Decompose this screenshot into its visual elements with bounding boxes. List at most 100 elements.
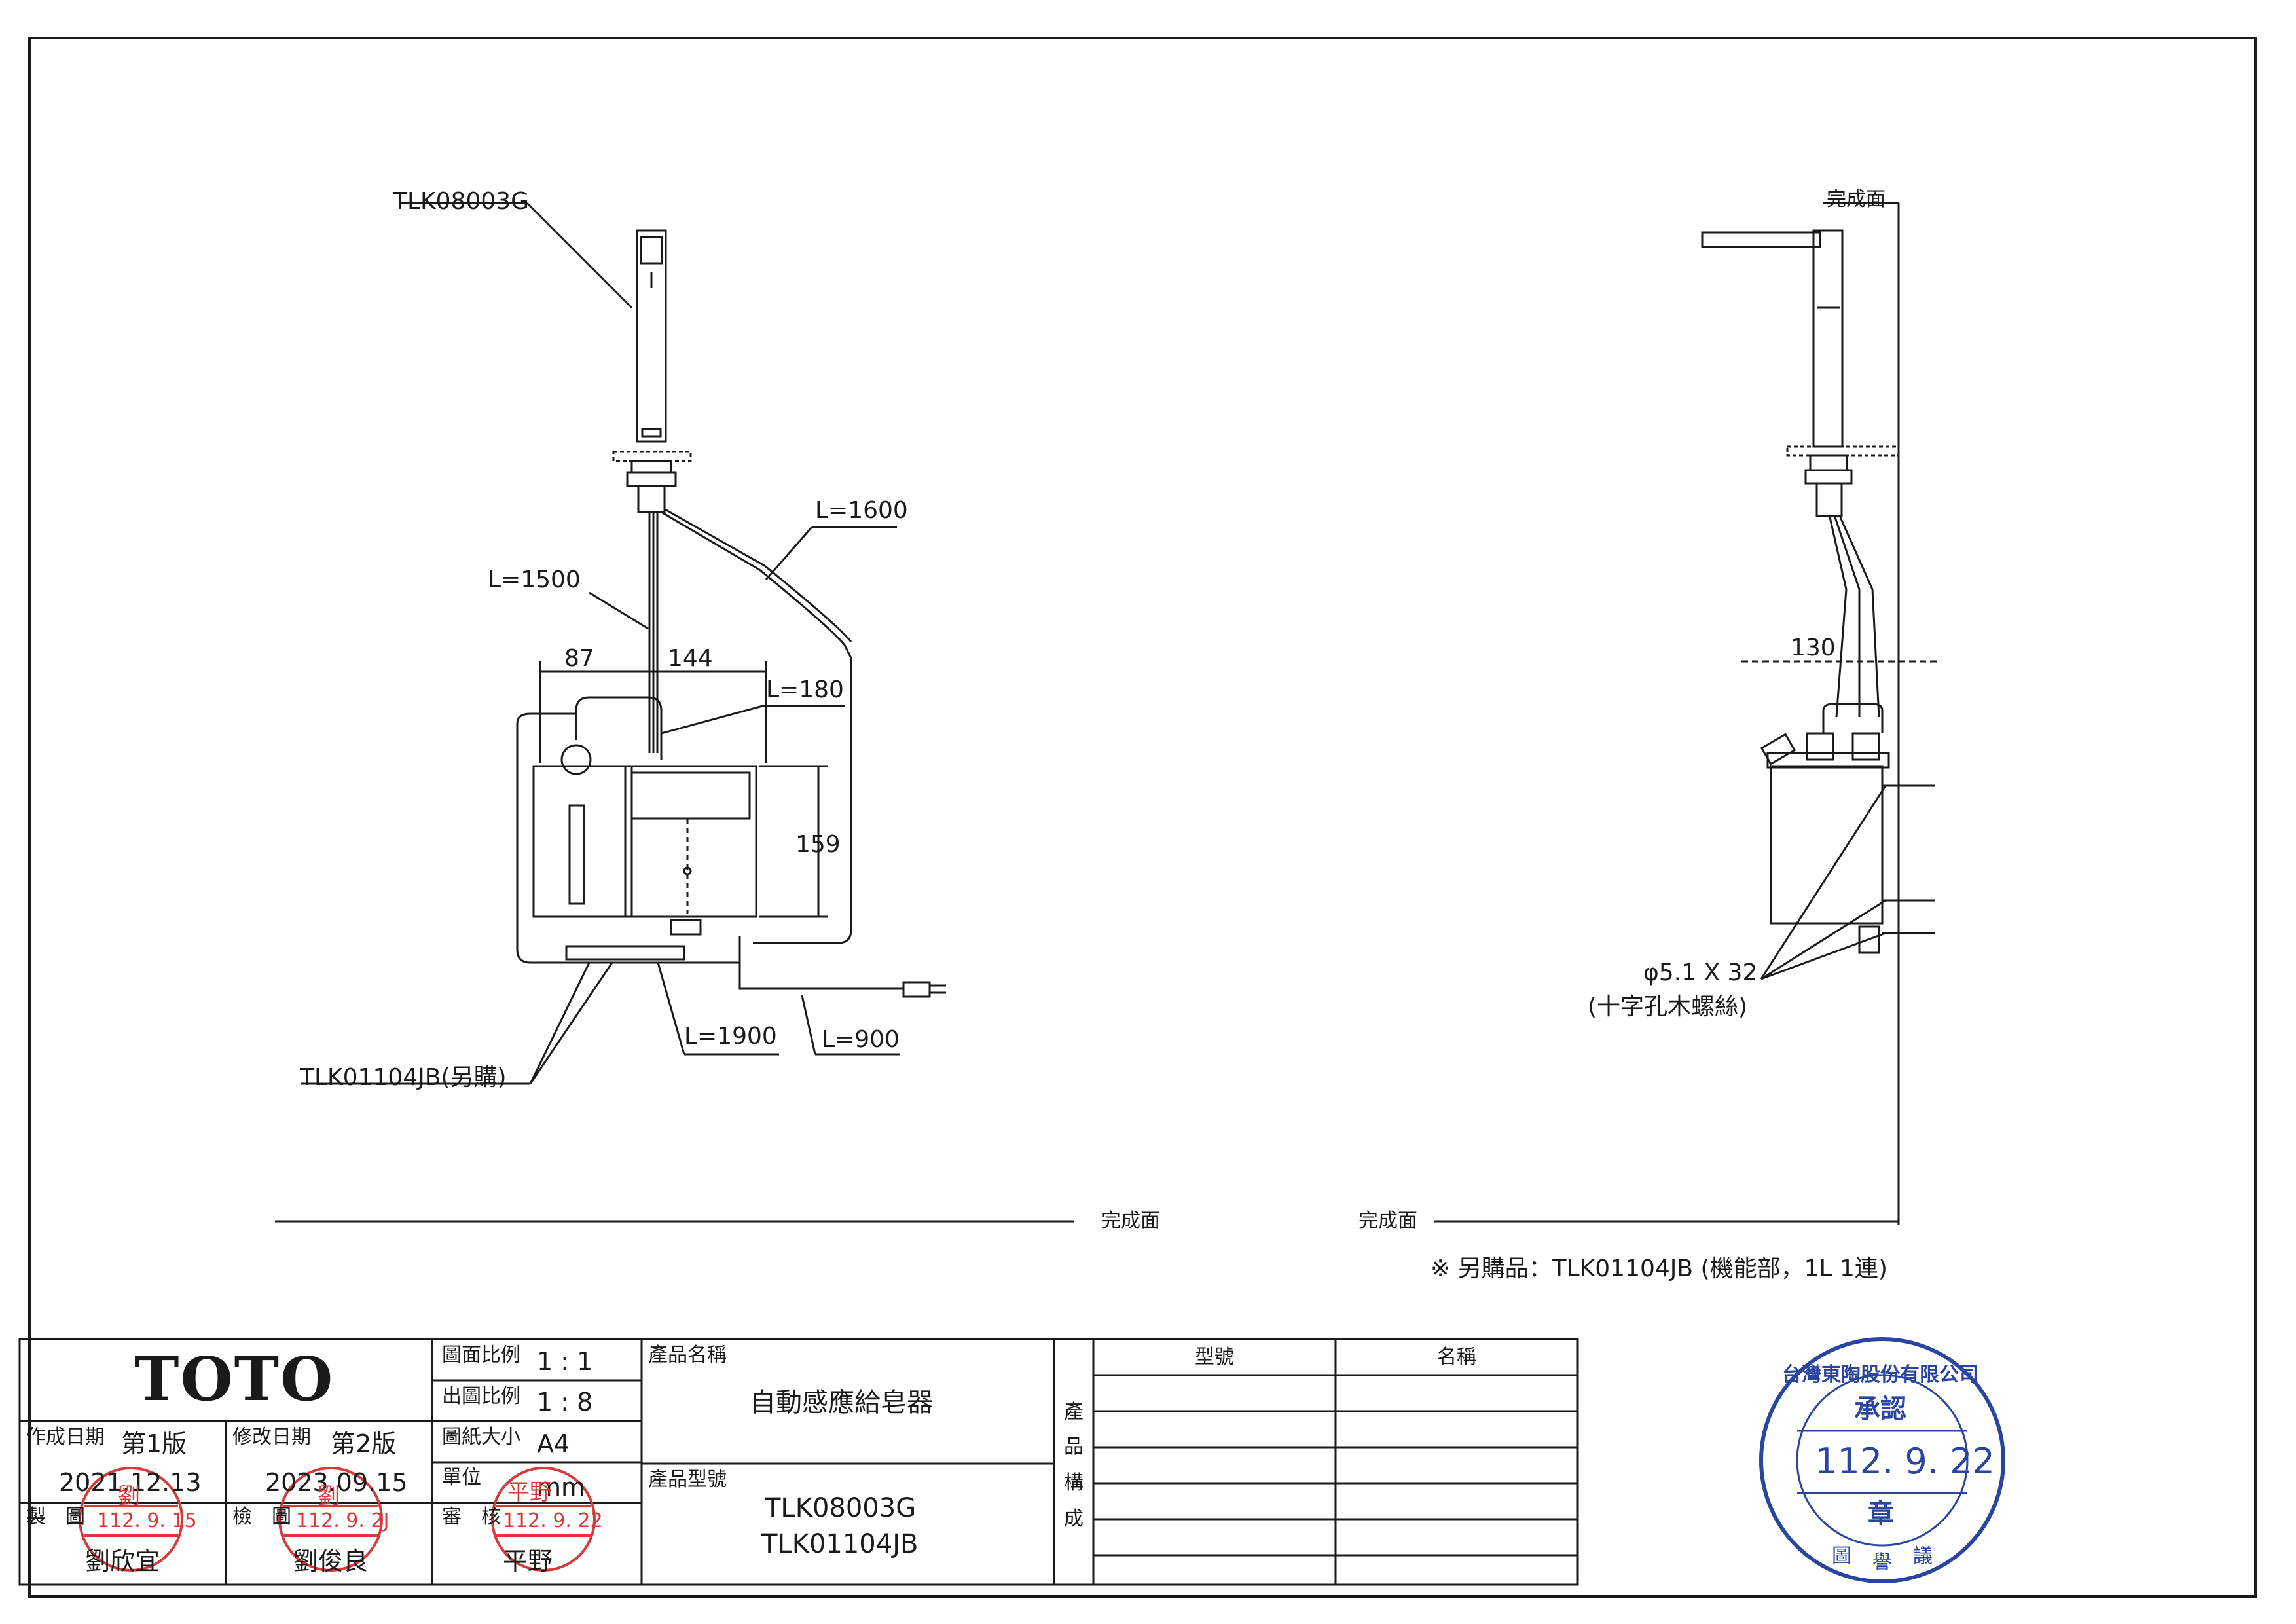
drafter-stamp-date: 112. 9. 15 bbox=[97, 1509, 197, 1532]
product-name: 自動感應給皂器 bbox=[750, 1388, 933, 1418]
pump-bracket bbox=[630, 771, 751, 820]
leader-tank-b bbox=[529, 962, 613, 1084]
side-tube-a bbox=[1829, 517, 1848, 718]
approval-company: 台灣東陶股份有限公司 bbox=[1782, 1363, 1978, 1386]
side-tube-c bbox=[1839, 517, 1880, 718]
leader-screw-c bbox=[1760, 932, 1886, 980]
leader-1500 bbox=[589, 591, 649, 630]
cable-900-label: L=900 bbox=[822, 1026, 900, 1053]
composition-char-1: 產 bbox=[1064, 1401, 1084, 1424]
checker-stamp-name: 劉 bbox=[318, 1483, 340, 1509]
side-pump-b bbox=[1851, 732, 1880, 761]
leader-screw-b bbox=[1760, 899, 1886, 980]
front-view bbox=[301, 202, 946, 1085]
created-date: 2021.12.13 bbox=[59, 1468, 202, 1497]
side-cap bbox=[1760, 733, 1796, 766]
hose-loop-left bbox=[516, 724, 741, 964]
faucet-model-label: TLK08003G bbox=[393, 188, 530, 215]
product-name-label: 產品名稱 bbox=[648, 1344, 727, 1367]
checker-name: 劉俊良 bbox=[293, 1547, 369, 1576]
paper-size-label: 圖紙大小 bbox=[442, 1426, 520, 1449]
composition-char-3: 構 bbox=[1064, 1471, 1084, 1494]
checker-stamp bbox=[278, 1467, 383, 1572]
product-model-1: TLK08003G bbox=[765, 1493, 917, 1523]
level-window bbox=[568, 804, 585, 905]
faucet-body bbox=[636, 229, 667, 443]
side-counter bbox=[1786, 445, 1900, 457]
revised-label: 修改日期 bbox=[232, 1426, 311, 1449]
side-pump-a bbox=[1806, 732, 1834, 761]
bracket-foot bbox=[1858, 925, 1880, 954]
reviewer-label: 審 核 bbox=[442, 1505, 501, 1528]
checker-label: 檢 圖 bbox=[232, 1505, 291, 1528]
reviewer-name: 平野 bbox=[503, 1547, 553, 1576]
screw-type-label: (十字孔木螺絲) bbox=[1588, 993, 1748, 1020]
revised-date: 2023.09.15 bbox=[265, 1468, 408, 1497]
dim-144-label: 144 bbox=[668, 645, 713, 672]
drafter-name: 劉欣宜 bbox=[85, 1547, 160, 1576]
output-scale-value: 1 : 8 bbox=[537, 1388, 593, 1416]
leader-900 bbox=[801, 995, 816, 1055]
hose-loop-top bbox=[516, 712, 576, 724]
created-label: 作成日期 bbox=[26, 1426, 105, 1449]
title-block-grid bbox=[18, 1338, 1579, 1586]
mount-nut-2 bbox=[626, 471, 677, 487]
cable-1900-label: L=1900 bbox=[684, 1023, 777, 1050]
dim-130-label: 130 bbox=[1791, 635, 1836, 661]
leader-180 bbox=[661, 705, 763, 735]
side-nut-2 bbox=[1804, 469, 1853, 485]
paper-size-value: A4 bbox=[537, 1430, 570, 1458]
drawing-scale-label: 圖面比例 bbox=[442, 1344, 520, 1367]
counter-dashed bbox=[612, 451, 692, 462]
side-unit bbox=[1770, 765, 1884, 925]
brand-logo: TOTO bbox=[134, 1344, 335, 1414]
leader-screw-a bbox=[1760, 785, 1887, 980]
tube-1500-label: L=1500 bbox=[488, 566, 581, 593]
approval-word: 承認 bbox=[1854, 1394, 1906, 1424]
faucet-label-mark bbox=[641, 428, 662, 438]
approval-stamp-outer bbox=[1759, 1337, 2005, 1583]
cable-1600-a bbox=[661, 511, 852, 944]
leader-tank-a bbox=[529, 962, 591, 1084]
power-plug bbox=[902, 981, 931, 998]
leader-1900 bbox=[657, 962, 685, 1055]
screw-spec-label: φ5.1 X 32 bbox=[1643, 959, 1758, 986]
output-scale-label: 出圖比例 bbox=[442, 1385, 520, 1408]
dim-159-label: 159 bbox=[795, 831, 841, 858]
side-nut-1 bbox=[1809, 454, 1848, 471]
reviewer-stamp bbox=[491, 1467, 596, 1572]
approval-bottom-mid: 譽 bbox=[1872, 1551, 1892, 1574]
power-cable bbox=[738, 963, 903, 990]
tube-180-label: L=180 bbox=[766, 676, 844, 703]
leader-1600 bbox=[765, 526, 813, 580]
title-block-frame bbox=[18, 1338, 1579, 1586]
cable-1600-b bbox=[665, 508, 852, 642]
side-shank bbox=[1815, 482, 1843, 517]
approval-stamp bbox=[1759, 1337, 2005, 1583]
purchase-note: ※ 另購品：TLK01104JB (機能部，1L 1連) bbox=[1430, 1255, 1887, 1282]
finish-surface-right-label: 完成面 bbox=[1358, 1209, 1417, 1232]
sheet-border bbox=[28, 37, 2257, 1598]
side-tube-b bbox=[1834, 517, 1861, 717]
approval-bottom-left: 圖 bbox=[1832, 1545, 1851, 1568]
tank-cap bbox=[560, 744, 592, 775]
checker-stamp-date: 112. 9. 2J bbox=[296, 1509, 390, 1532]
edition1: 第1版 bbox=[121, 1430, 187, 1458]
mount-nut-1 bbox=[630, 460, 672, 474]
soap-tank bbox=[532, 765, 633, 918]
faucet-column bbox=[1812, 229, 1844, 448]
pump-unit bbox=[624, 765, 757, 918]
base-bracket bbox=[565, 945, 685, 961]
mount-shank bbox=[637, 485, 666, 513]
side-hose-u bbox=[1822, 703, 1884, 733]
leader-faucet bbox=[526, 202, 633, 309]
drafter-label: 製 圖 bbox=[26, 1505, 85, 1528]
product-model-label: 產品型號 bbox=[648, 1468, 727, 1491]
hose-u bbox=[575, 696, 663, 760]
col-name-header: 名稱 bbox=[1437, 1346, 1476, 1369]
side-finish-surface-label: 完成面 bbox=[1827, 188, 1886, 211]
edition2: 第2版 bbox=[331, 1430, 397, 1458]
red-stamps bbox=[79, 1467, 596, 1572]
